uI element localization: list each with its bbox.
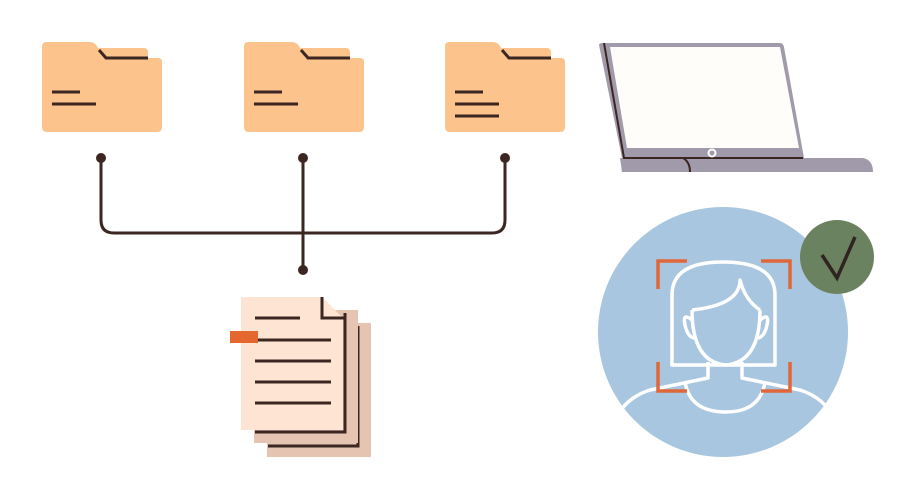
check-icon bbox=[820, 236, 857, 282]
bookmark-tab bbox=[230, 331, 258, 343]
document-stack-icon bbox=[230, 297, 371, 457]
connector-dot bbox=[298, 265, 308, 275]
connector-dot bbox=[500, 153, 510, 163]
webcam bbox=[707, 148, 717, 158]
folder-icon bbox=[244, 42, 364, 132]
laptop-screen bbox=[610, 47, 799, 148]
page-front bbox=[241, 297, 343, 430]
connector-dot bbox=[298, 153, 308, 163]
verified-badge bbox=[800, 220, 874, 294]
scan-brackets bbox=[656, 259, 792, 393]
laptop-icon bbox=[599, 42, 873, 173]
face-scan-icon bbox=[598, 207, 874, 457]
face-circle bbox=[598, 207, 848, 457]
folder-icon bbox=[445, 42, 565, 132]
folders bbox=[42, 42, 565, 132]
connector-dot bbox=[96, 153, 106, 163]
connector-lines bbox=[99, 158, 507, 270]
folder-icon bbox=[42, 42, 162, 132]
